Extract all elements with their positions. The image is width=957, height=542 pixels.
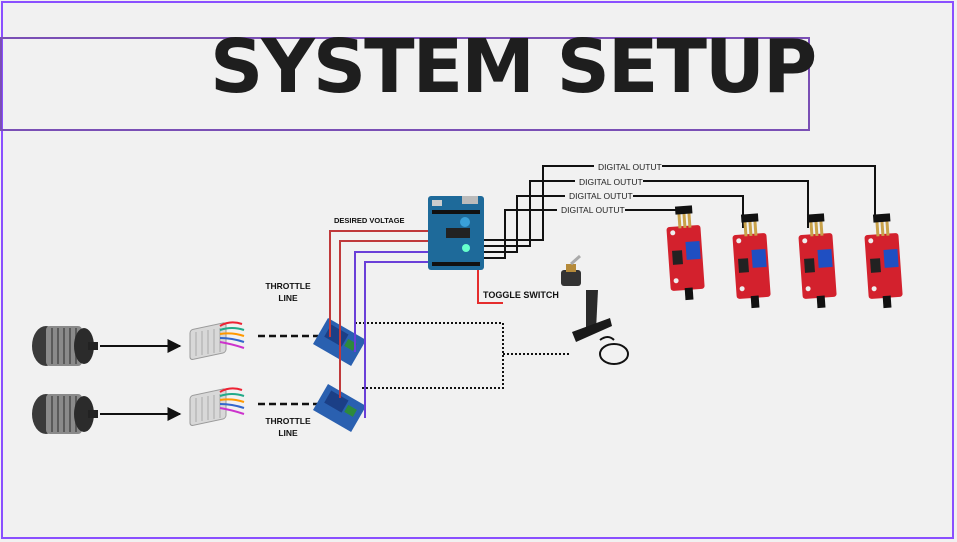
purple-wire — [354, 251, 430, 352]
toggle-switch-label: TOGGLE SWITCH — [483, 290, 559, 300]
throttle-label-line2: LINE — [278, 428, 298, 438]
motor-icon — [31, 393, 99, 435]
sensor-module-icon — [730, 212, 772, 310]
digital-output-label: DIGITAL OUTUT — [579, 177, 643, 187]
purple-wire — [364, 261, 430, 418]
label-bg — [557, 204, 625, 216]
label-bg — [594, 160, 662, 172]
sensor-module-icon — [862, 212, 904, 310]
controller-icon — [189, 321, 245, 361]
red-wire — [339, 240, 430, 398]
digital-output-wire — [484, 180, 809, 247]
digital-output-label: DIGITAL OUTUT — [561, 205, 625, 215]
digital-output-label: DIGITAL OUTUT — [598, 162, 662, 172]
throttle-label-line1: THROTTLE — [265, 416, 311, 426]
digital-output-wire — [484, 209, 678, 259]
digital-output-label: DIGITAL OUTUT — [569, 191, 633, 201]
controller-icon — [189, 387, 245, 427]
pedal-signal-line — [355, 322, 504, 389]
throttle-pedal-icon — [572, 290, 629, 365]
sensor-module-icon — [796, 212, 838, 310]
label-bg — [565, 190, 633, 202]
toggle-wire — [477, 268, 503, 304]
throttle-label-line1: THROTTLE — [265, 281, 311, 291]
arduino-icon — [428, 196, 484, 270]
page-title: SYSTEM SETUP — [210, 24, 817, 110]
toggle-switch-icon — [561, 254, 581, 286]
red-wire — [329, 230, 430, 337]
desired-voltage-label: DESIRED VOLTAGE — [334, 216, 405, 225]
sensor-module-icon — [664, 204, 706, 302]
title-box — [0, 37, 810, 131]
digital-output-wire — [484, 165, 876, 241]
throttle-label-line2: LINE — [278, 293, 298, 303]
label-bg — [575, 175, 643, 187]
motor-icon — [31, 325, 99, 367]
